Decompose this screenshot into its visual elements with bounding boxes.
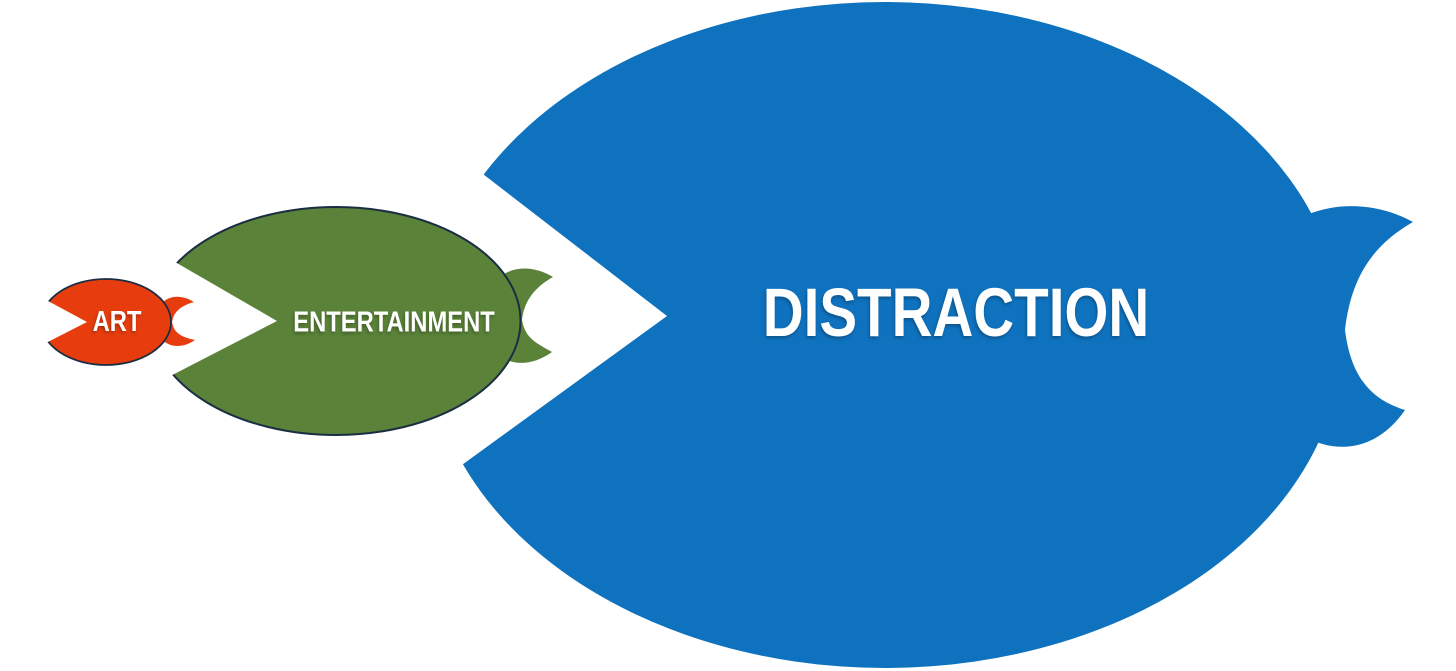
fish-art: ART [0, 275, 195, 367]
entertainment-label-group: ENTERTAINMENT [293, 305, 495, 338]
fish-entertainment: ENTERTAINMENT [87, 206, 553, 436]
fish-distraction: DISTRACTION [316, 2, 1413, 668]
entertainment-fish-mouth-opening [87, 211, 277, 418]
art-fish-mouth-opening [0, 275, 87, 367]
entertainment-label: ENTERTAINMENT [293, 305, 495, 338]
distraction-label: DISTRACTION [763, 275, 1150, 352]
art-label-group: ART [93, 305, 142, 338]
art-label: ART [93, 305, 142, 338]
distraction-label-group: DISTRACTION [763, 275, 1150, 352]
distraction-fish-body [427, 2, 1343, 668]
